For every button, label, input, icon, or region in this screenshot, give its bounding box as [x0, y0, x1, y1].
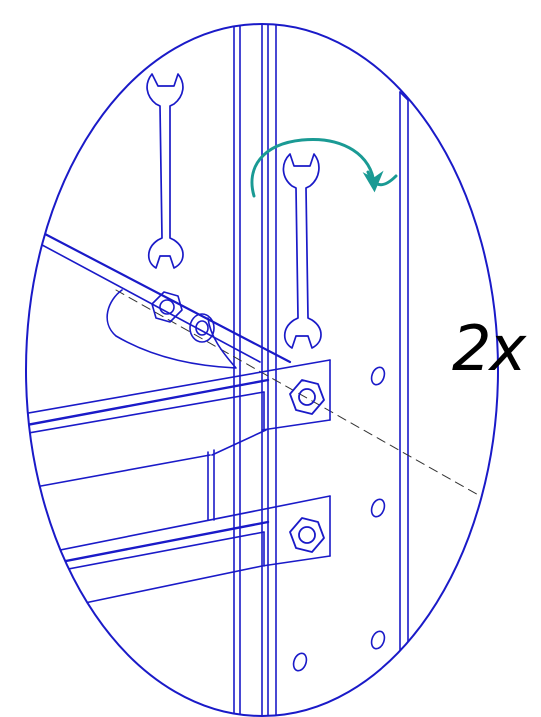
side-panel-edge: [26, 220, 292, 364]
hex-bolt-lower: [289, 517, 325, 553]
hex-bolt-icon: [289, 379, 325, 415]
upper-beam: [26, 359, 331, 501]
clockwise-arrow-icon: [250, 137, 384, 198]
perforated-upright: [399, 91, 409, 716]
wrench-upper: [146, 73, 184, 269]
washer-icon: [189, 313, 215, 343]
upright-holes: [292, 366, 386, 672]
quantity-label: 2x: [452, 312, 526, 385]
lower-beam: [38, 495, 331, 605]
alignment-guide: [115, 289, 497, 506]
hardware-callout: [106, 289, 237, 369]
center-brace: [207, 449, 215, 521]
arrow-tail: [366, 170, 398, 187]
hex-nut-icon: [151, 291, 183, 323]
vertical-post: [233, 24, 277, 716]
wrench-on-bolt: [282, 153, 322, 349]
